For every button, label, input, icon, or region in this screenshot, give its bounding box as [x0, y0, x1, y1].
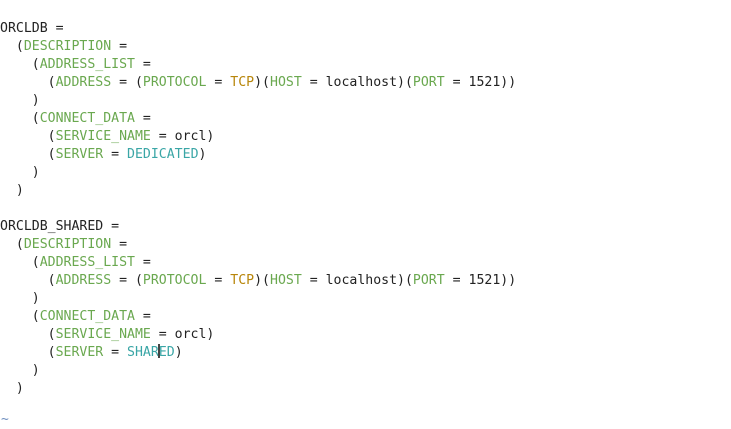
code-keyword: ADDRESS_LIST: [39, 255, 135, 270]
code-text: =: [134, 255, 151, 270]
code-text: = localhost)(: [301, 273, 413, 288]
code-text: (: [0, 75, 56, 90]
code-line[interactable]: (SERVER = SHARED): [0, 344, 516, 362]
code-text: =: [111, 39, 128, 54]
code-line[interactable]: ): [0, 182, 516, 200]
code-text: (: [0, 309, 40, 324]
code-keyword: PROTOCOL: [142, 273, 207, 288]
empty-line-marker: ~: [1, 412, 9, 427]
code-text: =: [134, 309, 151, 324]
code-text: ): [0, 183, 24, 198]
code-text: =: [103, 345, 128, 360]
code-keyword: CONNECT_DATA: [39, 111, 135, 126]
text-editor[interactable]: ORCLDB = (DESCRIPTION = (ADDRESS_LIST = …: [0, 20, 516, 398]
code-text: = orcl): [150, 327, 215, 342]
code-keyword: ADDRESS: [55, 75, 112, 90]
code-line[interactable]: ORCLDB_SHARED =: [0, 218, 516, 236]
code-keyword: HOST: [270, 75, 302, 90]
code-text: (: [0, 147, 56, 162]
code-line[interactable]: (ADDRESS_LIST =: [0, 56, 516, 74]
code-keyword: CONNECT_DATA: [39, 309, 135, 324]
code-line[interactable]: (ADDRESS = (PROTOCOL = TCP)(HOST = local…: [0, 74, 517, 92]
code-text: =: [103, 147, 128, 162]
code-keyword: ADDRESS_LIST: [39, 57, 135, 72]
code-line[interactable]: ): [0, 380, 516, 398]
code-text: ): [0, 165, 40, 180]
code-text: = (: [111, 75, 143, 90]
code-text: (: [0, 129, 56, 144]
code-text: (: [0, 237, 24, 252]
code-line[interactable]: (DESCRIPTION =: [0, 38, 516, 56]
code-text: ORCLDB_SHARED =: [0, 219, 120, 234]
code-keyword: DESCRIPTION: [23, 39, 112, 54]
code-keyword: HOST: [270, 273, 302, 288]
code-line[interactable]: (SERVER = DEDICATED): [0, 146, 516, 164]
code-value: ED: [158, 345, 175, 360]
code-line[interactable]: ): [0, 362, 516, 380]
code-line[interactable]: (DESCRIPTION =: [0, 236, 516, 254]
code-line[interactable]: [0, 200, 516, 218]
code-text: = 1521)): [444, 75, 517, 90]
code-text: = 1521)): [444, 273, 517, 288]
code-line[interactable]: (CONNECT_DATA =: [0, 308, 516, 326]
code-text: ): [0, 363, 40, 378]
code-line[interactable]: (SERVICE_NAME = orcl): [0, 128, 516, 146]
code-keyword: DESCRIPTION: [23, 237, 112, 252]
code-line[interactable]: (ADDRESS = (PROTOCOL = TCP)(HOST = local…: [0, 272, 517, 290]
code-protocol-value: TCP: [230, 273, 255, 288]
code-text: ): [198, 147, 207, 162]
code-keyword: PROTOCOL: [142, 75, 207, 90]
code-text: ): [0, 291, 40, 306]
code-text: ): [174, 345, 183, 360]
code-keyword: SERVER: [55, 345, 104, 360]
code-text: (: [0, 273, 56, 288]
code-keyword: SERVER: [55, 147, 104, 162]
code-text: =: [206, 75, 231, 90]
code-text: =: [111, 237, 128, 252]
code-line[interactable]: ORCLDB =: [0, 20, 516, 38]
code-text: =: [206, 273, 231, 288]
code-line[interactable]: (CONNECT_DATA =: [0, 110, 516, 128]
code-protocol-value: TCP: [230, 75, 255, 90]
code-value: SHAR: [127, 345, 159, 360]
text-cursor: [157, 344, 160, 358]
code-text: )(: [254, 273, 270, 288]
code-text: = orcl): [150, 129, 215, 144]
code-line[interactable]: ): [0, 290, 516, 308]
code-text: (: [0, 111, 40, 126]
code-text: = localhost)(: [301, 75, 413, 90]
code-text: ): [0, 93, 40, 108]
code-text: (: [0, 345, 56, 360]
code-line[interactable]: (ADDRESS_LIST =: [0, 254, 516, 272]
code-text: (: [0, 327, 56, 342]
code-line[interactable]: (SERVICE_NAME = orcl): [0, 326, 516, 344]
code-line[interactable]: ): [0, 92, 516, 110]
code-text: ORCLDB =: [0, 21, 64, 36]
code-keyword: ADDRESS: [55, 273, 112, 288]
code-keyword: SERVICE_NAME: [55, 129, 151, 144]
code-keyword: PORT: [412, 75, 445, 90]
code-value: DEDICATED: [127, 147, 199, 162]
code-keyword: SERVICE_NAME: [55, 327, 151, 342]
code-text: (: [0, 57, 40, 72]
code-text: =: [134, 57, 151, 72]
code-text: (: [0, 255, 40, 270]
code-text: =: [134, 111, 151, 126]
code-text: (: [0, 39, 24, 54]
code-text: = (: [111, 273, 143, 288]
code-keyword: PORT: [412, 273, 445, 288]
code-text: )(: [254, 75, 270, 90]
code-text: ): [0, 381, 24, 396]
code-line[interactable]: ): [0, 164, 516, 182]
